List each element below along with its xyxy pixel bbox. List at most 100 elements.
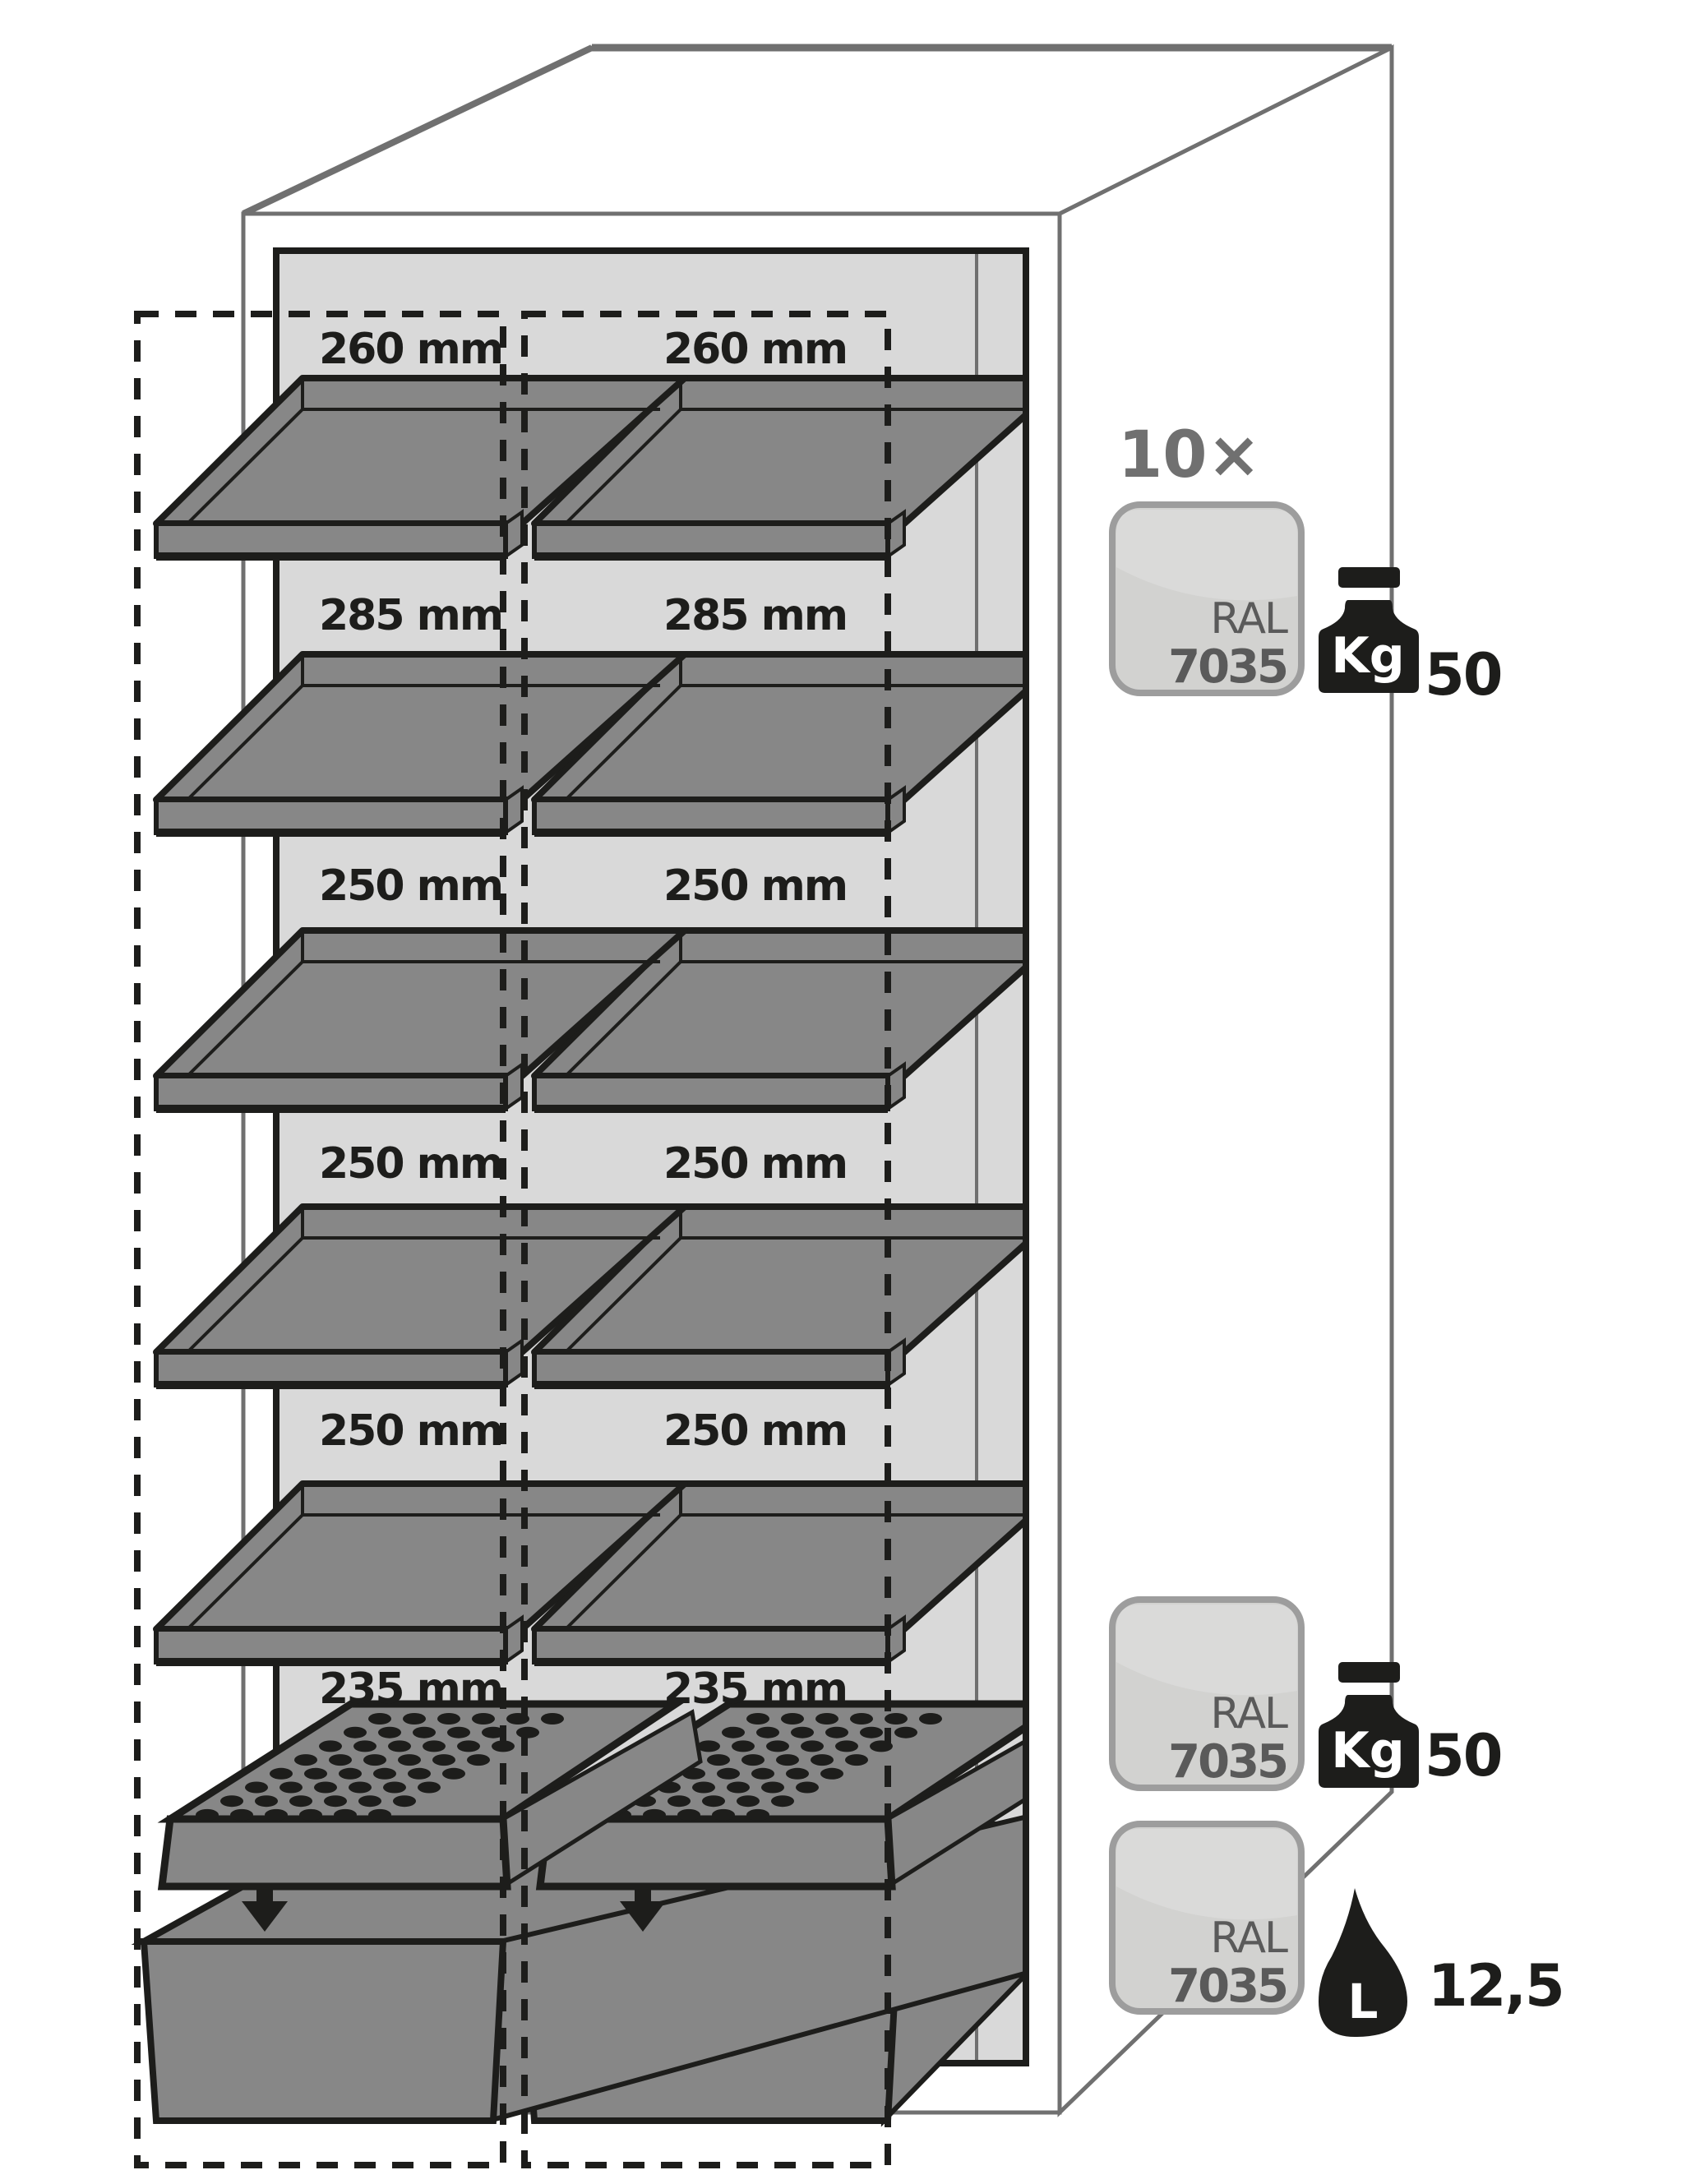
insert-hole — [423, 1740, 446, 1752]
insert-hole — [196, 1808, 219, 1821]
insert-hole — [403, 1713, 426, 1725]
insert-hole — [732, 1740, 755, 1752]
insert-hole — [329, 1754, 352, 1766]
insert-hole — [413, 1726, 436, 1738]
shelf-tray-left — [153, 1480, 688, 1666]
insert-hole — [363, 1754, 386, 1766]
insert-hole — [418, 1781, 441, 1794]
insert-hole — [541, 1713, 564, 1725]
insert-hole — [737, 1795, 760, 1808]
insert-hole — [408, 1767, 431, 1780]
shelf-front-face — [532, 1627, 890, 1665]
perforated-insert-right — [535, 1700, 1023, 1932]
insert-hole — [835, 1740, 858, 1752]
insert-hole — [668, 1795, 691, 1808]
insert-hole — [885, 1713, 908, 1725]
insert-hole — [334, 1808, 357, 1821]
insert-hole — [771, 1795, 794, 1808]
shelf-tray-right — [531, 927, 1023, 1113]
insert-hole — [776, 1754, 799, 1766]
compartment-outline-right — [521, 311, 891, 2168]
insert-hole — [746, 1808, 769, 1821]
spacing-label-right: 250 mm — [663, 1406, 847, 1456]
insert-hole — [255, 1795, 278, 1808]
insert-hole — [442, 1767, 465, 1780]
shelf-inner-lip — [186, 408, 304, 525]
insert-hole — [786, 1767, 809, 1780]
spec-panel: 10× RAL 7035 Kg 50 RAL 7035 Kg 50 — [1109, 418, 1565, 2037]
insert-hole — [677, 1808, 700, 1821]
spacing-label-right: 285 mm — [663, 591, 847, 640]
spacing-label-left: 250 mm — [319, 861, 502, 911]
shelf-level — [153, 927, 1023, 1113]
insert-hole — [919, 1713, 942, 1725]
insert-hole — [482, 1726, 505, 1738]
insert-hole — [472, 1713, 495, 1725]
shelf-tray-left — [153, 927, 688, 1113]
insert-hole — [467, 1754, 490, 1766]
insert-hole — [751, 1767, 774, 1780]
spacing-label-left: 250 mm — [319, 1139, 502, 1189]
shelf-level — [153, 375, 1023, 561]
insert-hole — [398, 1754, 421, 1766]
insert-hole — [756, 1726, 779, 1738]
insert-hole — [220, 1795, 243, 1808]
cabinet-side-face — [1057, 44, 1394, 2117]
ral-label: RAL — [1210, 1689, 1288, 1738]
shelf-inner-lip — [186, 684, 304, 801]
shelf-quantity-label: 10× — [1118, 418, 1261, 492]
insert-hole — [319, 1740, 342, 1752]
insert-hole — [279, 1781, 303, 1794]
insert-hole — [845, 1754, 868, 1766]
weight-kg-icon: Kg — [1319, 567, 1419, 693]
insert-hole — [368, 1808, 391, 1821]
shelf-front-face — [154, 1074, 508, 1111]
bottom-sump-group — [131, 1700, 1023, 2127]
insert-hole — [727, 1781, 750, 1794]
weight-icon-text: Kg — [1331, 627, 1404, 685]
ral-code: 7035 — [1168, 1735, 1287, 1789]
insert-hole — [437, 1713, 460, 1725]
insert-hole — [761, 1781, 784, 1794]
insert-hole — [791, 1726, 814, 1738]
shelf-front-face — [154, 1350, 508, 1388]
insert-hole — [712, 1808, 735, 1821]
ral-code: 7035 — [1168, 1960, 1287, 2013]
shelf-front-face — [532, 1074, 890, 1111]
insert-hole — [314, 1781, 337, 1794]
spacing-label-right: 250 mm — [663, 1139, 847, 1189]
shelf-inner-lip — [564, 1236, 682, 1354]
insert-hole — [850, 1713, 873, 1725]
insert-hole — [702, 1795, 725, 1808]
insert-hole — [230, 1808, 253, 1821]
weight-icon-text: Kg — [1331, 1722, 1404, 1780]
spacing-label-right: 260 mm — [663, 325, 847, 374]
insert-hole — [707, 1754, 730, 1766]
shelf-front-face — [154, 1627, 508, 1665]
spacing-label-left: 235 mm — [319, 1665, 502, 1714]
insert-color-badge: RAL 7035 — [1109, 1596, 1305, 1791]
spacing-label-right: 250 mm — [663, 861, 847, 911]
shelf-tray-right — [531, 1203, 1023, 1389]
insert-front — [157, 1815, 511, 1891]
shelf-color-badge: RAL 7035 — [1109, 501, 1305, 696]
insert-hole — [717, 1767, 740, 1780]
insert-hole — [324, 1795, 347, 1808]
insert-hole — [304, 1767, 327, 1780]
arrow-shaft — [635, 1887, 651, 1904]
drop-icon-text: L — [1348, 1974, 1379, 2029]
shelf-front-face — [532, 521, 890, 559]
insert-hole — [447, 1726, 470, 1738]
insert-hole — [349, 1781, 372, 1794]
insert-hole — [344, 1726, 367, 1738]
shelf-inner-lip — [186, 1513, 304, 1631]
insert-hole — [811, 1754, 834, 1766]
insert-hole — [801, 1740, 824, 1752]
sump-front — [140, 1938, 507, 2124]
shelf-inner-lip — [186, 1236, 304, 1354]
insert-hole — [692, 1781, 715, 1794]
insert-hole — [820, 1767, 843, 1780]
insert-hole — [388, 1740, 411, 1752]
